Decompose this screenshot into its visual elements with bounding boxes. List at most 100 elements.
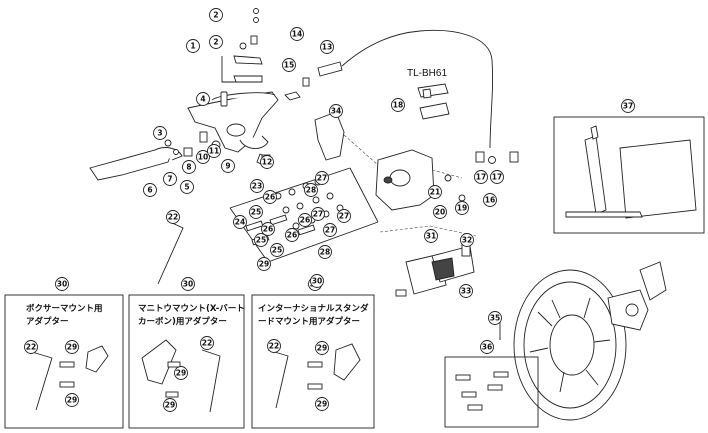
callout-number: 35 [490,314,500,323]
callout-number: 29 [259,260,269,269]
callout-c30d: 30 [310,274,324,288]
callout-number: 28 [306,186,316,195]
callout-number: 2 [213,38,218,47]
hose-guide-line [157,221,184,285]
callout-c22d: 22 [267,339,281,353]
callout-number: 15 [284,61,294,70]
callout-number: 20 [435,208,445,217]
callout-c2a: 2 [209,8,223,22]
callout-number: 29 [317,400,327,409]
caption-manitou-line1: マニトウマウント(X-バート [138,303,245,314]
callout-number: 24 [235,218,245,227]
callout-c36: 36 [480,340,494,354]
callout-c23: 23 [250,179,264,193]
callout-c29c2: 29 [163,398,177,412]
callout-c35: 35 [488,311,502,325]
callout-c30b: 30 [181,277,195,291]
callout-c3: 3 [153,126,167,140]
callout-number: 25 [256,236,266,245]
callout-c20: 20 [433,205,447,219]
callout-c18: 18 [391,98,405,112]
caption-boxer-line1: ボクサーマウント用 [26,303,103,314]
callout-number: 33 [461,287,471,296]
callout-number: 1 [190,42,195,51]
callout-number: 29 [67,396,77,405]
callout-number: 37 [623,102,633,111]
callout-number: 26 [265,193,275,202]
callout-number: 11 [209,147,219,156]
callout-number: 7 [167,175,172,184]
mount-bolts-cluster [229,167,379,263]
callout-number: 29 [165,401,175,410]
callout-number: 27 [317,174,327,183]
callout-c14: 14 [290,27,304,41]
callout-c34: 34 [329,104,343,118]
callout-number: 22 [168,213,178,222]
callout-c17b: 17 [490,170,504,184]
callout-c7: 7 [163,172,177,186]
callout-c8: 8 [182,160,196,174]
callout-number: 22 [269,342,279,351]
callout-c26d: 26 [298,213,312,227]
callout-c29: 29 [257,257,271,271]
callout-c6: 6 [143,183,157,197]
callout-c4: 4 [196,92,210,106]
callout-c24: 24 [233,215,247,229]
callout-c5: 5 [180,180,194,194]
callout-number: 30 [57,280,67,289]
callout-number: 26 [287,231,297,240]
callout-number: 23 [252,182,262,191]
callout-c31: 31 [424,229,438,243]
callout-number: 34 [331,107,341,116]
caption-international-line2: ードマウント用アダプター [258,316,360,327]
callout-number: 27 [339,212,349,221]
caliper-assembly [261,111,519,211]
callout-c27b: 27 [311,207,325,221]
callout-number: 26 [300,216,310,225]
callout-c22c: 22 [200,336,214,350]
tool-label: TL-BH61 [407,68,447,79]
callout-number: 28 [320,248,330,257]
callout-c32: 32 [460,233,474,247]
adapter-box-boxer: ボクサーマウント用 アダプター [4,294,124,429]
callout-number: 16 [485,196,495,205]
callout-c27d: 27 [323,223,337,237]
callout-number: 9 [225,162,230,171]
adapter-box-rotor-mount [444,322,539,428]
callout-number: 26 [263,225,273,234]
disc-rotor [513,261,667,421]
callout-number: 22 [26,343,36,352]
bleed-kit-box [553,116,705,234]
callout-c16: 16 [483,193,497,207]
callout-number: 29 [67,343,77,352]
callout-c37: 37 [621,99,635,113]
callout-c2b: 2 [209,35,223,49]
callout-number: 32 [462,236,472,245]
callout-c26b: 26 [261,222,275,236]
callout-c13: 13 [320,40,334,54]
callout-c30a: 30 [55,277,69,291]
brake-hose [341,29,494,149]
callout-number: 10 [198,153,208,162]
callout-c29d2: 29 [315,397,329,411]
callout-number: 30 [312,277,322,286]
callout-c29c1: 29 [174,366,188,380]
callout-number: 36 [482,343,492,352]
callout-c27c: 27 [337,209,351,223]
brake-pads [379,225,477,297]
callout-number: 29 [176,369,186,378]
callout-c15: 15 [282,58,296,72]
callout-c9: 9 [221,159,235,173]
callout-c21: 21 [428,185,442,199]
callout-c25a: 25 [249,205,263,219]
caption-international-line1: インターナショナルスタンダ [258,303,369,314]
callout-c22b: 22 [24,340,38,354]
callout-c28a: 28 [304,183,318,197]
callout-c29b2: 29 [65,393,79,407]
callout-number: 22 [202,339,212,348]
bleed-block-tool: TL-BH61 [407,68,450,120]
callout-number: 27 [313,210,323,219]
callout-c29d1: 29 [315,341,329,355]
